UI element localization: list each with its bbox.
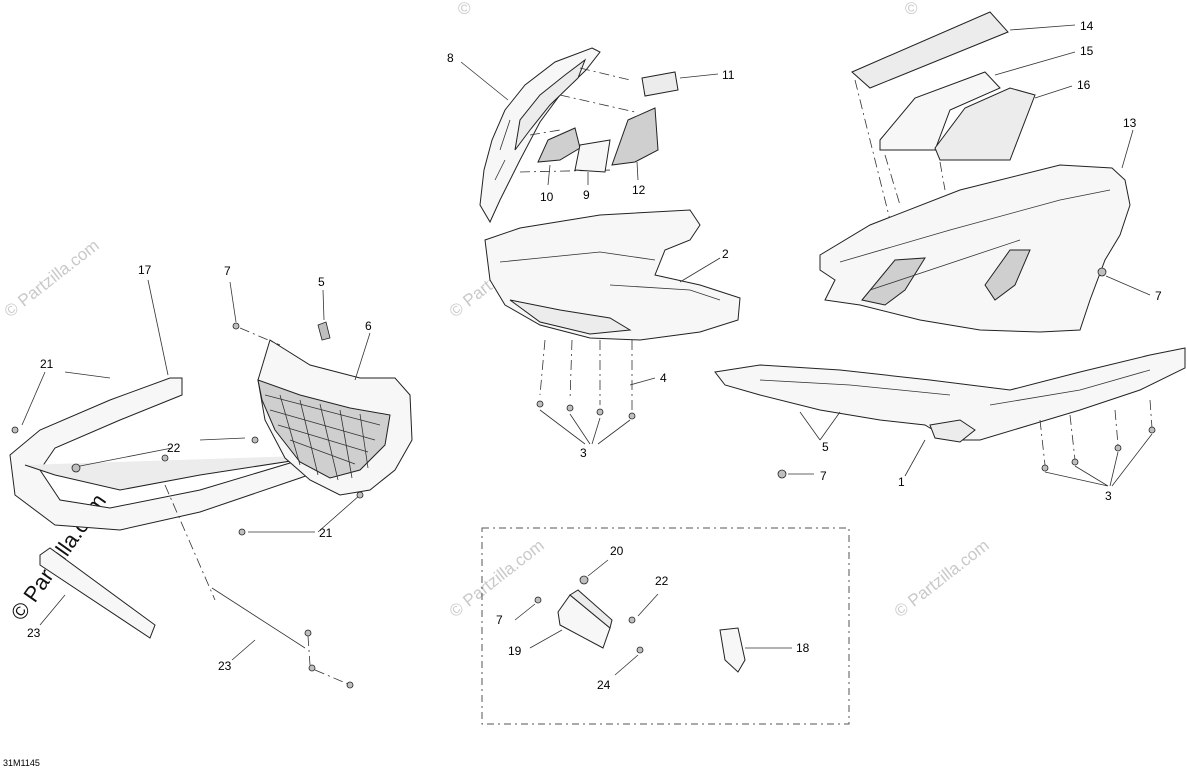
callout-16: 16 <box>1077 78 1091 92</box>
fastener <box>628 412 636 420</box>
callout-12: 12 <box>632 183 646 197</box>
fastener <box>566 404 574 412</box>
callout-23: 23 <box>218 659 232 673</box>
callout-14: 14 <box>1080 19 1094 33</box>
part-side-cover-8 <box>479 47 601 224</box>
fastener <box>238 528 246 536</box>
fastener <box>346 681 354 689</box>
fastener <box>251 436 259 444</box>
part-grille-6 <box>257 339 413 496</box>
fastener <box>304 629 312 637</box>
callout-17: 17 <box>138 263 152 277</box>
watermarks: © Partzilla.com © Partzilla.com © Partzi… <box>1 0 993 625</box>
callout-7: 7 <box>820 469 827 483</box>
fastener <box>1097 267 1107 277</box>
callout-21: 21 <box>40 357 54 371</box>
part-pad-11 <box>641 71 679 97</box>
callout-23: 23 <box>27 626 41 640</box>
fastener <box>536 400 544 408</box>
fastener <box>1071 458 1079 466</box>
watermark-symbol: © <box>458 0 471 18</box>
fastener <box>628 616 636 624</box>
fastener <box>579 575 589 585</box>
reference-code: 31M1145 <box>3 758 40 768</box>
part-panel-14 <box>851 11 1009 89</box>
callout-8: 8 <box>447 51 454 65</box>
fastener <box>1114 444 1122 452</box>
part-pad-12 <box>611 107 659 166</box>
part-pad-10 <box>537 127 581 163</box>
part-clip-5-left <box>317 321 331 341</box>
part-belly-pan-2 <box>484 209 741 341</box>
part-bracket-18 <box>719 627 746 673</box>
callout-5: 5 <box>822 440 829 454</box>
watermark-text: © Partzilla.com <box>446 536 548 622</box>
fastener <box>161 454 169 462</box>
fastener <box>596 408 604 416</box>
callout-6: 6 <box>365 319 372 333</box>
fastener <box>1041 464 1049 472</box>
watermark-text: © Partzilla.com <box>1 236 103 322</box>
callout-4: 4 <box>660 371 667 385</box>
fastener <box>71 463 81 473</box>
callout-3: 3 <box>580 446 587 460</box>
fastener <box>777 469 787 479</box>
part-panel-16 <box>934 87 1036 161</box>
callout-13: 13 <box>1123 116 1137 130</box>
callout-5: 5 <box>318 275 325 289</box>
callout-7: 7 <box>496 613 503 627</box>
callout-10: 10 <box>540 190 554 204</box>
callout-labels: 1 2 3 3 4 5 5 6 7 7 7 7 8 9 10 11 12 13 … <box>27 19 1162 692</box>
watermark-symbol: © <box>905 0 918 18</box>
part-bracket-23-left <box>39 547 156 639</box>
fastener <box>356 491 364 499</box>
part-pad-9 <box>574 139 611 173</box>
part-bracket-19 <box>557 589 613 649</box>
callout-19: 19 <box>508 644 522 658</box>
callout-22: 22 <box>655 574 669 588</box>
fastener <box>11 426 19 434</box>
callout-9: 9 <box>583 188 590 202</box>
part-panel-15 <box>879 71 1001 151</box>
callout-18: 18 <box>796 641 810 655</box>
fastener <box>308 664 316 672</box>
callout-21: 21 <box>319 526 333 540</box>
callout-11: 11 <box>722 68 735 82</box>
kit-box <box>481 527 850 725</box>
part-bumper-17 <box>9 377 346 531</box>
callout-20: 20 <box>610 544 624 558</box>
watermark-text: © Partzilla.com <box>891 536 993 622</box>
callout-22: 22 <box>167 441 181 455</box>
fastener <box>232 322 240 330</box>
callout-1: 1 <box>898 475 905 489</box>
part-side-panel-1 <box>714 347 1186 443</box>
callout-7: 7 <box>224 264 231 278</box>
fastener <box>636 646 644 654</box>
callout-15: 15 <box>1080 44 1094 58</box>
callout-7: 7 <box>1155 289 1162 303</box>
callout-2: 2 <box>722 247 729 261</box>
part-hood-13 <box>819 164 1131 333</box>
fastener <box>1148 426 1156 434</box>
callout-24: 24 <box>597 678 611 692</box>
callout-3: 3 <box>1105 489 1112 503</box>
fastener <box>534 596 542 604</box>
